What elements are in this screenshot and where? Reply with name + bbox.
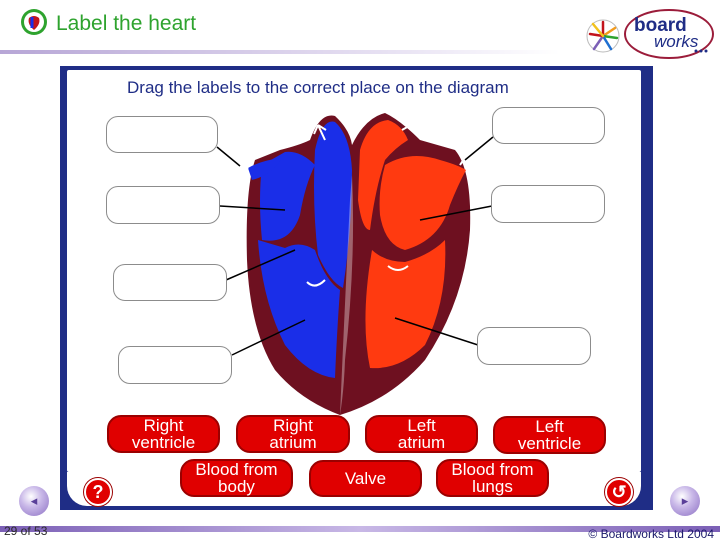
right-ventricle-chamber: [258, 240, 340, 378]
drop-target-2[interactable]: [106, 186, 220, 224]
drop-target-4[interactable]: [118, 346, 232, 384]
undo-icon: ↺: [611, 481, 627, 502]
instruction-text: Drag the labels to the correct place on …: [127, 78, 509, 97]
drop-target-7[interactable]: [477, 327, 591, 365]
left-ventricle-chamber: [365, 240, 446, 369]
slide-counter: 29 of 53: [4, 524, 48, 538]
reset-button[interactable]: ↺: [605, 478, 633, 506]
logo-text-works: works: [654, 32, 699, 51]
label-blood-from-lungs[interactable]: Blood from lungs: [436, 459, 549, 497]
next-slide-button[interactable]: ▸: [670, 486, 700, 516]
label-right-ventricle[interactable]: Right ventricle: [107, 415, 220, 453]
copyright-text: © Boardworks Ltd 2004: [588, 527, 714, 541]
page-title: Label the heart: [56, 12, 197, 35]
label-blood-from-body[interactable]: Blood from body: [180, 459, 293, 497]
label-right-atrium[interactable]: Right atrium: [236, 415, 350, 453]
drop-target-1[interactable]: [106, 116, 218, 153]
flow-arrow-icon: [231, 119, 472, 175]
leader-lines: [216, 136, 494, 356]
drop-target-5[interactable]: [492, 107, 605, 144]
prev-slide-button[interactable]: ◂: [19, 486, 49, 516]
drop-target-6[interactable]: [491, 185, 605, 223]
right-inflow-vessel: [248, 158, 282, 180]
header-divider: [0, 50, 560, 54]
right-atrium-chamber: [260, 151, 315, 241]
help-button[interactable]: ?: [84, 478, 112, 506]
label-left-atrium[interactable]: Left atrium: [365, 415, 478, 453]
aorta: [358, 120, 408, 230]
footer-bar: [0, 526, 720, 532]
drop-target-3[interactable]: [113, 264, 227, 301]
vena-cava: [314, 121, 352, 288]
question-icon: ?: [92, 481, 104, 502]
valve-arrow-right: [306, 279, 326, 287]
label-left-ventricle[interactable]: Left ventricle: [493, 416, 606, 454]
chevron-left-icon: ◂: [30, 493, 38, 508]
heart-logo-icon: [20, 8, 48, 36]
logo-burst-icon: [586, 19, 620, 53]
left-atrium-chamber: [379, 156, 466, 250]
label-valve[interactable]: Valve: [309, 460, 422, 497]
valve-arrow-left: [387, 265, 409, 271]
boardworks-logo: board works: [584, 6, 716, 60]
septum-gap: [340, 175, 354, 415]
chevron-right-icon: ▸: [681, 493, 689, 508]
logo-text-board: board: [634, 15, 687, 36]
